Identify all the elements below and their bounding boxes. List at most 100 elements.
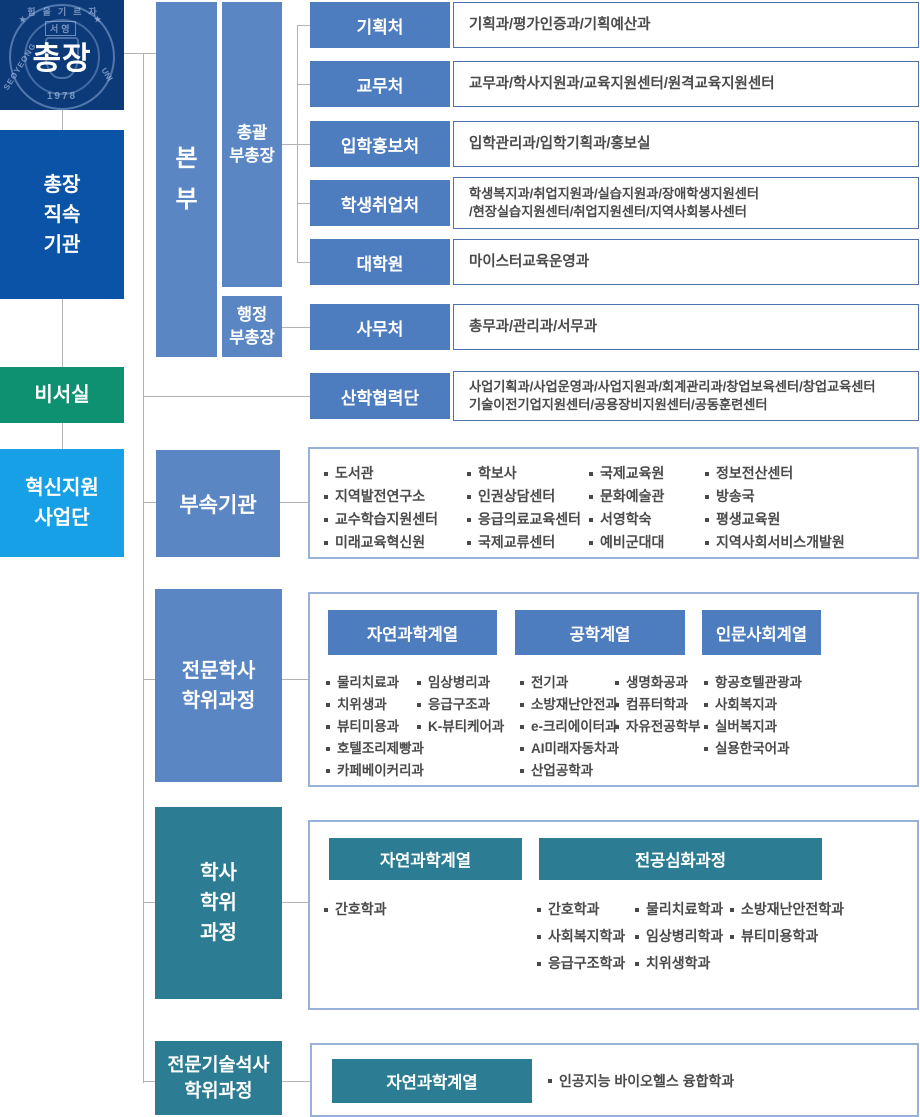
president-box: 힘을기르자 ★ ★ 서영 SEOYEONG 1978 UNI 총장 — [0, 0, 124, 110]
bullet-icon — [324, 471, 328, 476]
shield-icon — [45, 37, 79, 79]
bullet-icon — [520, 769, 524, 773]
bullet-icon — [537, 961, 541, 966]
admin-vice-president-box: 행정 부총장 — [222, 296, 282, 357]
dept-item: e-크리에이터과 — [520, 716, 619, 738]
annex-label-box: 부속기관 — [156, 450, 280, 557]
dept-column: 항공호텔관광과 사회복지과 실버복지과 실용한국어과 — [704, 672, 802, 760]
headquarters-box: 본 부 — [156, 2, 217, 357]
dept-item: 산업공학과 — [520, 760, 619, 782]
dept-item: 자유전공학부 — [615, 716, 701, 738]
dept-item: 치위생학과 — [635, 950, 723, 977]
dept-column: 물리치료학과 임상병리학과 치위생학과 — [635, 896, 723, 977]
bullet-icon — [467, 517, 471, 522]
dept-item: 간호학과 — [537, 896, 625, 923]
bullet-icon — [537, 907, 541, 912]
bullet-icon — [705, 517, 709, 522]
bullet-icon — [589, 471, 593, 476]
innovation-support-box: 혁신지원 사업단 — [0, 449, 124, 557]
dept-label-box: 사무처 — [310, 304, 450, 350]
dept-item: 국제교육원 — [589, 462, 664, 485]
bullet-icon — [635, 934, 639, 939]
dept-column: 간호학과 — [324, 896, 387, 923]
dept-column: 물리치료과 치위생과 뷰티미용과 호텔조리제빵과 카페베이커리과 — [326, 672, 424, 782]
bullet-icon — [615, 703, 619, 707]
bullet-icon — [520, 681, 524, 685]
dept-label-box: 대학원 — [310, 239, 450, 285]
dept-label-box: 산학협력단 — [310, 373, 450, 419]
dept-item: 응급구조과 — [417, 694, 504, 716]
dept-item: 소방재난안전과 — [520, 694, 619, 716]
bullet-icon — [324, 517, 328, 522]
dept-detail-box: 기획과/평가인증과/기획예산과 — [453, 2, 919, 48]
bullet-icon — [417, 681, 421, 685]
bachelor-panel: 자연과학계열 전공심화과정 간호학과 간호학과 사회복지학과 응급구조학과 물리… — [308, 820, 919, 1010]
connector-line — [143, 1081, 155, 1082]
dept-item: 치위생과 — [326, 694, 424, 716]
dept-item: 호텔조리제빵과 — [326, 738, 424, 760]
dept-item: 교수학습지원센터 — [324, 508, 438, 531]
dept-item: 지역사회서비스개발원 — [705, 531, 845, 554]
dept-column: 소방재난안전학과 뷰티미용학과 — [730, 896, 844, 950]
bullet-icon — [615, 725, 619, 729]
master-degree-label-box: 전문기술석사 학위과정 — [155, 1041, 282, 1115]
bullet-icon — [520, 703, 524, 707]
dept-column: 생명화공과 컴퓨터학과 자유전공학부 — [615, 672, 701, 738]
dept-detail-box: 학생복지과/취업지원과/실습지원과/장애학생지원센터 /현장실습지원센터/취업지… — [453, 177, 919, 229]
bullet-icon — [326, 747, 330, 751]
connector-line — [62, 299, 63, 367]
dept-item: 서영학숙 — [589, 508, 664, 531]
bullet-icon — [537, 934, 541, 939]
bachelor-degree-label-box: 학사 학위 과정 — [155, 807, 282, 999]
bullet-icon — [705, 471, 709, 476]
dept-item: 소방재난안전학과 — [730, 896, 844, 923]
dept-item: 임상병리과 — [417, 672, 504, 694]
bullet-icon — [704, 703, 708, 707]
division-header: 전공심화과정 — [539, 838, 822, 880]
bullet-icon — [324, 907, 328, 912]
annex-column: 국제교육원 문화예술관 서영학숙 예비군대대 — [589, 462, 664, 554]
bullet-icon — [548, 1079, 552, 1083]
dept-label-box: 학생취업처 — [310, 180, 450, 226]
dept-detail-box: 총무과/관리과/서무과 — [453, 304, 919, 350]
connector-line — [297, 262, 310, 263]
connector-line — [282, 327, 310, 328]
bullet-icon — [589, 540, 593, 545]
bullet-icon — [417, 703, 421, 707]
bullet-icon — [324, 494, 328, 499]
bullet-icon — [467, 494, 471, 499]
dept-item: 국제교류센터 — [467, 531, 581, 554]
dept-item: 전기과 — [520, 672, 619, 694]
dept-item: K-뷰티케어과 — [417, 716, 504, 738]
dept-detail-box: 교무과/학사지원과/교육지원센터/원격교육지원센터 — [453, 61, 919, 107]
division-header: 자연과학계열 — [329, 838, 522, 880]
star-icon: ★ — [94, 15, 102, 24]
connector-line — [282, 902, 308, 903]
connector-line — [124, 53, 157, 54]
president-label: 총장 — [32, 40, 92, 76]
dept-item: 미래교육혁신원 — [324, 531, 438, 554]
dept-detail-box: 입학관리과/입학기획과/홍보실 — [453, 121, 919, 167]
annex-panel: 도서관 지역발전연구소 교수학습지원센터 미래교육혁신원 학보사 인권상담센터 … — [308, 447, 919, 559]
dept-label-box: 교무처 — [310, 61, 450, 107]
division-header: 자연과학계열 — [332, 1059, 532, 1103]
connector-line — [143, 679, 155, 680]
bullet-icon — [589, 517, 593, 522]
bullet-icon — [326, 769, 330, 773]
connector-line — [297, 25, 310, 26]
bullet-icon — [635, 907, 639, 912]
bullet-icon — [704, 747, 708, 751]
dept-column: 간호학과 사회복지학과 응급구조학과 — [537, 896, 625, 977]
bullet-icon — [589, 494, 593, 499]
connector-line — [282, 1081, 310, 1082]
dept-item: 물리치료학과 — [635, 896, 723, 923]
dept-item: 예비군대대 — [589, 531, 664, 554]
bullet-icon — [730, 907, 734, 912]
dept-item: 방송국 — [705, 485, 845, 508]
connector-line — [143, 53, 144, 1083]
secretary-office-box: 비서실 — [0, 367, 124, 423]
bullet-icon — [704, 725, 708, 729]
dept-column: 전기과 소방재난안전과 e-크리에이터과 AI미래자동차과 산업공학과 — [520, 672, 619, 782]
bullet-icon — [730, 934, 734, 939]
